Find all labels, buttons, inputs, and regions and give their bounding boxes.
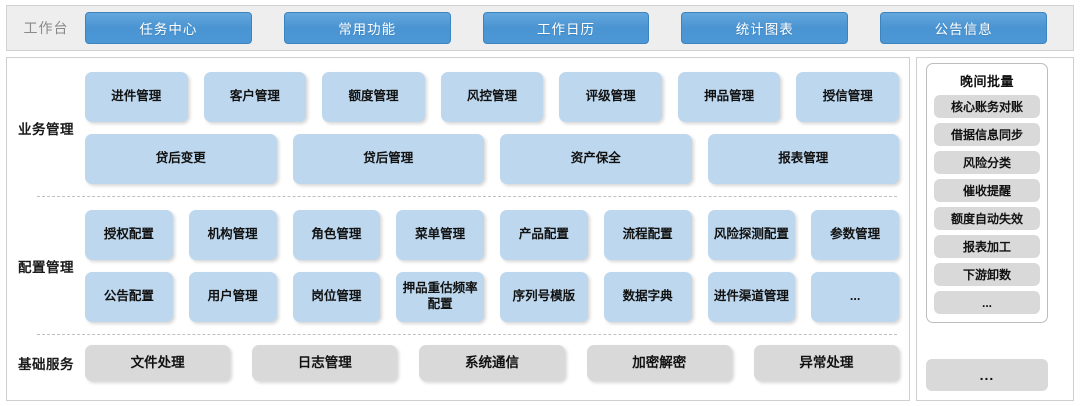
- tile-data-dictionary[interactable]: 数据字典: [603, 272, 692, 322]
- divider-business-config: [37, 196, 897, 197]
- section-label-base-services: 基础服务: [18, 357, 74, 372]
- tab-announcements[interactable]: 公告信息: [880, 12, 1047, 44]
- tile-customer-management[interactable]: 客户管理: [203, 72, 307, 122]
- sidebar-panel: 晚间批量 核心账务对账 借据信息同步 风险分类 催收提醒 额度自动失效 报表加工…: [916, 57, 1074, 401]
- section-configuration-management: 配置管理 授权配置 机构管理 角色管理 菜单管理 产品配置 流程配置 风险探测配…: [7, 197, 909, 334]
- tile-serial-number-template[interactable]: 序列号模版: [500, 272, 588, 322]
- tile-collateral-management[interactable]: 押品管理: [677, 72, 781, 122]
- business-row-1: 进件管理 客户管理 额度管理 风控管理 评级管理 押品管理 授信管理: [85, 72, 900, 122]
- tile-credit-granting-management[interactable]: 授信管理: [796, 72, 900, 122]
- tile-risk-control-management[interactable]: 风控管理: [440, 72, 544, 122]
- sidebar-item-more[interactable]: ...: [934, 291, 1040, 314]
- tile-user-management[interactable]: 用户管理: [188, 272, 277, 322]
- tile-rating-management[interactable]: 评级管理: [559, 72, 662, 122]
- sidebar-item-downstream-unloading[interactable]: 下游卸数: [934, 263, 1040, 286]
- tile-authorization-config[interactable]: 授权配置: [85, 210, 173, 260]
- tile-collateral-revaluation-frequency-config[interactable]: 押品重估频率配置: [396, 272, 484, 322]
- workbench-label: 工作台: [23, 20, 69, 36]
- section-business-management: 业务管理 进件管理 客户管理 额度管理 风控管理 评级管理 押品管理 授信管理 …: [7, 58, 909, 196]
- main-panel: 业务管理 进件管理 客户管理 额度管理 风控管理 评级管理 押品管理 授信管理 …: [6, 57, 910, 401]
- tile-exception-handling[interactable]: 异常处理: [753, 345, 900, 381]
- business-row-2: 贷后变更 贷后管理 资产保全 报表管理: [85, 134, 899, 184]
- sidebar-item-core-account-reconciliation[interactable]: 核心账务对账: [934, 95, 1040, 118]
- tab-work-calendar[interactable]: 工作日历: [482, 12, 650, 44]
- divider-config-base: [37, 334, 897, 335]
- tile-report-management[interactable]: 报表管理: [707, 134, 899, 184]
- sidebar-extra-more[interactable]: ...: [926, 359, 1048, 391]
- config-row-2: 公告配置 用户管理 岗位管理 押品重估频率配置 序列号模版 数据字典 进件渠道管…: [85, 272, 899, 322]
- top-toolbar: 工作台 任务中心 常用功能 工作日历 统计图表 公告信息: [6, 5, 1074, 51]
- config-row-1: 授权配置 机构管理 角色管理 菜单管理 产品配置 流程配置 风险探测配置 参数管…: [85, 210, 899, 260]
- tile-application-management[interactable]: 进件管理: [85, 72, 188, 122]
- tab-task-center[interactable]: 任务中心: [85, 12, 252, 44]
- nightly-batch-title: 晚间批量: [959, 74, 1014, 89]
- tile-parameter-management[interactable]: 参数管理: [811, 210, 899, 260]
- top-tab-list: 任务中心 常用功能 工作日历 统计图表 公告信息: [85, 12, 1073, 44]
- section-body-business: 进件管理 客户管理 额度管理 风控管理 评级管理 押品管理 授信管理 贷后变更 …: [85, 72, 909, 184]
- tile-config-more[interactable]: ...: [811, 272, 899, 322]
- tile-log-management[interactable]: 日志管理: [252, 345, 398, 381]
- tile-menu-management[interactable]: 菜单管理: [396, 210, 484, 260]
- sidebar-item-auto-limit-expiry[interactable]: 额度自动失效: [934, 207, 1040, 230]
- sidebar-item-risk-classification[interactable]: 风险分类: [934, 151, 1040, 174]
- tile-announcement-config[interactable]: 公告配置: [85, 272, 173, 322]
- section-body-configuration: 授权配置 机构管理 角色管理 菜单管理 产品配置 流程配置 风险探测配置 参数管…: [85, 210, 909, 322]
- tile-role-management[interactable]: 角色管理: [292, 210, 381, 260]
- tile-risk-detection-config[interactable]: 风险探测配置: [707, 210, 796, 260]
- tile-file-processing[interactable]: 文件处理: [85, 345, 231, 381]
- tile-credit-limit-management[interactable]: 额度管理: [322, 72, 425, 122]
- tile-system-communication[interactable]: 系统通信: [419, 345, 565, 381]
- section-label-business: 业务管理: [18, 122, 74, 137]
- tile-post-loan-management[interactable]: 贷后管理: [292, 134, 484, 184]
- tile-post-loan-change[interactable]: 贷后变更: [85, 134, 277, 184]
- tile-organization-management[interactable]: 机构管理: [188, 210, 277, 260]
- sidebar-item-report-processing[interactable]: 报表加工: [934, 235, 1040, 258]
- sidebar-item-collection-reminder[interactable]: 催收提醒: [934, 179, 1040, 202]
- nightly-batch-box: 晚间批量 核心账务对账 借据信息同步 风险分类 催收提醒 额度自动失效 报表加工…: [926, 63, 1048, 323]
- tile-encryption-decryption[interactable]: 加密解密: [586, 345, 732, 381]
- tab-statistics-chart[interactable]: 统计图表: [681, 12, 849, 44]
- tab-common-functions[interactable]: 常用功能: [283, 12, 451, 44]
- base-row-1: 文件处理 日志管理 系统通信 加密解密 异常处理: [85, 345, 900, 381]
- tile-process-config[interactable]: 流程配置: [603, 210, 692, 260]
- sidebar-item-loan-receipt-sync[interactable]: 借据信息同步: [934, 123, 1040, 146]
- tile-position-management[interactable]: 岗位管理: [292, 272, 381, 322]
- tile-application-channel-management[interactable]: 进件渠道管理: [707, 272, 796, 322]
- tile-asset-preservation[interactable]: 资产保全: [500, 134, 692, 184]
- section-label-configuration: 配置管理: [18, 260, 74, 275]
- section-body-base-services: 文件处理 日志管理 系统通信 加密解密 异常处理: [85, 345, 909, 381]
- tile-product-config[interactable]: 产品配置: [500, 210, 588, 260]
- section-base-services: 基础服务 文件处理 日志管理 系统通信 加密解密 异常处理: [7, 335, 909, 391]
